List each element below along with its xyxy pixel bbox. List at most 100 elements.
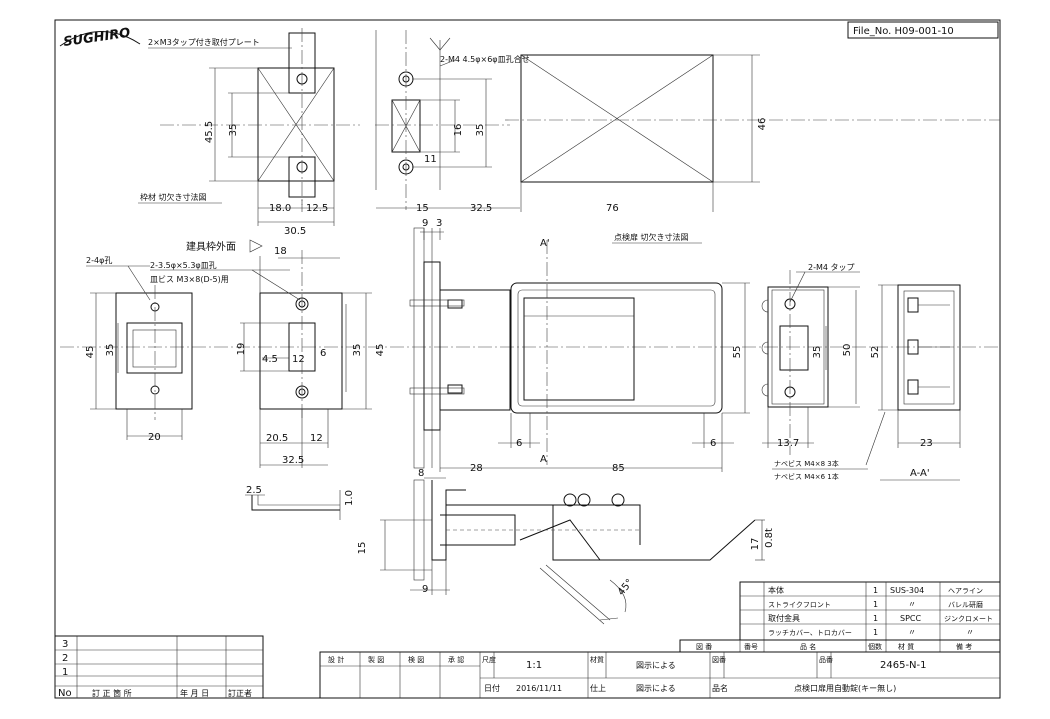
view-strike-front bbox=[86, 265, 193, 440]
file-no-box bbox=[847, 21, 999, 39]
tb-finish: 図示による bbox=[636, 684, 676, 693]
note-holes-4: 2-4φ孔 bbox=[86, 256, 112, 265]
bom-qty-2: 1 bbox=[873, 614, 878, 623]
rev-h-by: 訂正者 bbox=[228, 688, 252, 698]
tb-approve: 承 認 bbox=[448, 655, 464, 664]
bom-name-2: 取付金具 bbox=[768, 613, 800, 623]
outline bbox=[257, 67, 335, 182]
dim-19: 19 bbox=[236, 343, 247, 356]
frame-rail bbox=[413, 227, 425, 469]
dim-76: 76 bbox=[606, 203, 619, 214]
bom-note-3: 〃 bbox=[966, 628, 974, 637]
dim-3: 3 bbox=[436, 218, 442, 229]
tb-date: 2016/11/11 bbox=[516, 684, 562, 693]
outline bbox=[897, 284, 961, 411]
view-lock-front bbox=[439, 240, 750, 472]
dim-17: 17 bbox=[750, 538, 761, 551]
dim-52: 52 bbox=[870, 346, 881, 359]
dim-8: 8 bbox=[418, 468, 424, 479]
note-frame-cutout: 枠材 切欠き寸法図 bbox=[140, 192, 207, 202]
dim-12b: 12 bbox=[310, 433, 323, 444]
dim-20: 20 bbox=[148, 432, 161, 443]
dim-32-5a: 32.5 bbox=[470, 203, 492, 214]
bom-h-name: 品 名 bbox=[800, 642, 816, 651]
dim-35d: 35 bbox=[352, 344, 363, 357]
logo: SUGHIRO bbox=[59, 26, 141, 50]
dim-1-0: 1.0 bbox=[344, 490, 355, 506]
section-aa-label: A-A' bbox=[910, 468, 930, 479]
note-door-cutout: 点検扉 切欠き寸法図 bbox=[614, 232, 689, 242]
latch-window bbox=[523, 297, 635, 401]
view-door-cutout bbox=[505, 54, 1000, 212]
tb-check: 検 図 bbox=[408, 655, 424, 664]
tb-scale: 1:1 bbox=[526, 660, 542, 671]
bom-h-qty: 個数 bbox=[868, 642, 882, 651]
bom-note-1: バレル研磨 bbox=[948, 600, 983, 609]
bom-h-num: 番号 bbox=[744, 643, 758, 651]
dim-35c: 35 bbox=[105, 344, 116, 357]
sec-a-bot: A bbox=[540, 454, 547, 465]
outline bbox=[259, 292, 343, 410]
outline bbox=[520, 54, 714, 183]
dim-9: 9 bbox=[422, 218, 428, 229]
note-screw-1: ナベビス M4×8 3本 bbox=[774, 459, 839, 468]
revision-table bbox=[54, 635, 264, 699]
bom-h-mat: 材 質 bbox=[898, 642, 914, 651]
note-holes-35: 2-3.5φ×5.3φ皿孔 bbox=[150, 261, 217, 270]
dim-18: 18 bbox=[274, 246, 287, 257]
dim-15: 15 bbox=[416, 203, 429, 214]
dim-35a: 35 bbox=[228, 124, 239, 137]
tb-scale-label: 尺度 bbox=[482, 655, 496, 664]
bom-table bbox=[679, 581, 1001, 653]
outline bbox=[767, 286, 829, 408]
bom-name-3: ラッチカバー、トロカバー bbox=[768, 629, 852, 637]
dim-20-5: 20.5 bbox=[266, 433, 288, 444]
view-side-top bbox=[375, 30, 520, 210]
bom-mat-0: SUS-304 bbox=[890, 586, 924, 595]
dim-6c: 6 bbox=[710, 438, 716, 449]
note-top-holes: 2-M4 4.5φ×6φ皿孔合せ bbox=[440, 54, 530, 64]
view-mounting-plate bbox=[150, 239, 372, 468]
view-lock-side bbox=[409, 227, 511, 469]
outline bbox=[510, 282, 723, 414]
dim-55: 55 bbox=[732, 346, 743, 359]
logo-swoosh bbox=[59, 31, 141, 47]
dim-18-0: 18.0 bbox=[269, 203, 291, 214]
tb-date-label: 日付 bbox=[484, 683, 500, 693]
tb-material: 図示による bbox=[636, 661, 676, 670]
dim-46: 46 bbox=[757, 118, 768, 131]
dim-6b: 6 bbox=[516, 438, 522, 449]
note-plate-tap: 2×M3タップ付き取付プレート bbox=[148, 37, 260, 47]
bom-mat-2: SPCC bbox=[900, 614, 921, 623]
bom-qty-1: 1 bbox=[873, 600, 878, 609]
title-block bbox=[319, 651, 1001, 699]
bom-h-no: 図 番 bbox=[696, 643, 712, 651]
note-tap-m4: 2-M4 タップ bbox=[808, 263, 855, 272]
bom-name-0: 本体 bbox=[768, 585, 784, 595]
bom-note-0: ヘアライン bbox=[948, 587, 983, 595]
bom-mat-3: 〃 bbox=[908, 628, 916, 637]
bom-name-1: ストライクフロント bbox=[768, 601, 831, 609]
rev-row-2: 2 bbox=[62, 653, 68, 664]
note-screw-m3: 皿ビス M3×8(D-5)用 bbox=[150, 275, 229, 284]
bom-qty-3: 1 bbox=[873, 628, 878, 637]
bom-qty-0: 1 bbox=[873, 586, 878, 595]
dim-23: 23 bbox=[920, 438, 933, 449]
rev-row-1: 1 bbox=[62, 667, 68, 678]
tb-product-no-label: 品番 bbox=[819, 656, 833, 664]
dim-11: 11 bbox=[424, 154, 437, 165]
tb-draw: 製 図 bbox=[368, 655, 384, 664]
dim-2-5: 2.5 bbox=[246, 485, 262, 496]
dim-35e: 35 bbox=[812, 346, 823, 359]
bom-note-2: ジンクロメート bbox=[944, 615, 993, 623]
dim-45b: 45 bbox=[375, 344, 386, 357]
bom-mat-1: 〃 bbox=[908, 600, 916, 609]
frame-rail bbox=[413, 479, 425, 581]
tb-finish-label: 仕上 bbox=[590, 683, 606, 693]
file-no: File_No. H09-001-10 bbox=[853, 26, 954, 37]
dim-6a: 6 bbox=[320, 348, 326, 359]
dim-32-5b: 32.5 bbox=[282, 455, 304, 466]
view-section-aa bbox=[865, 284, 961, 481]
dim-13-7: 13.7 bbox=[777, 438, 799, 449]
tb-design: 設 計 bbox=[328, 655, 344, 664]
